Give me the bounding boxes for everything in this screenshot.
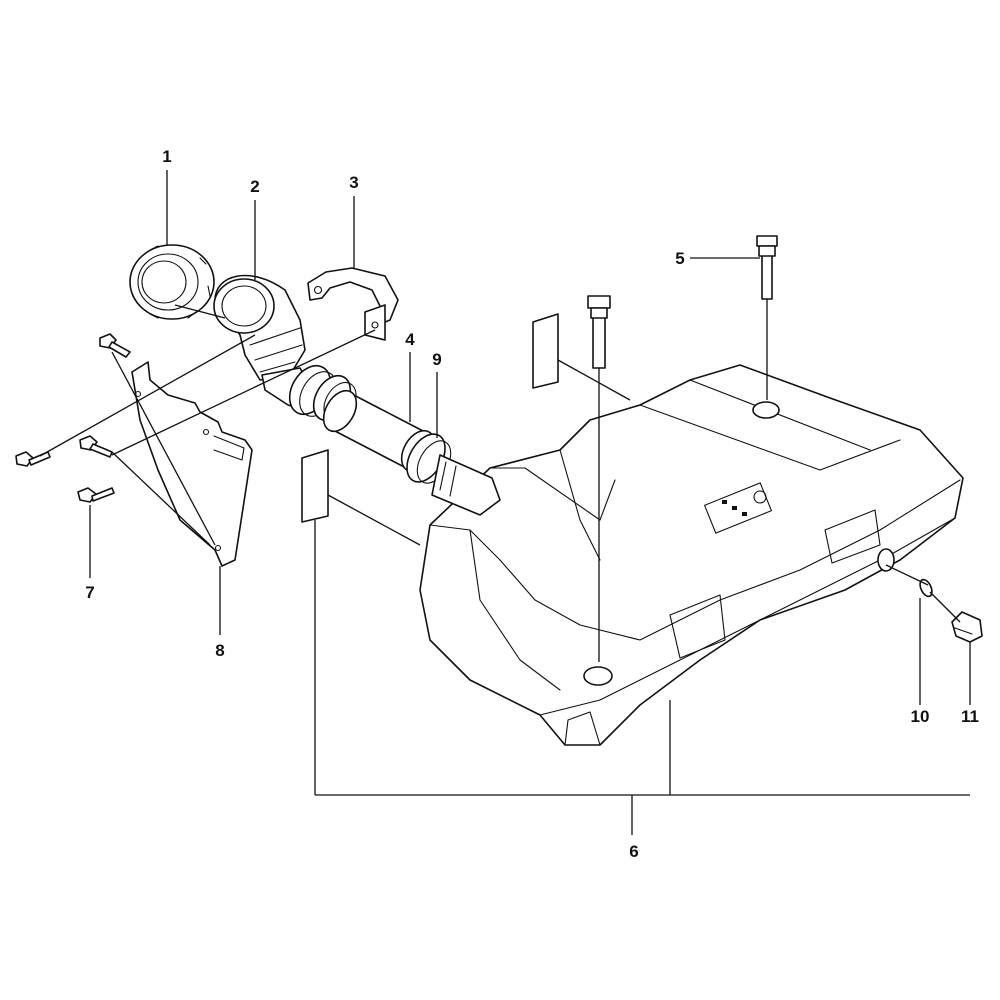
strap-clamp bbox=[307, 267, 399, 341]
mounting-bracket bbox=[131, 361, 253, 567]
drain-boss bbox=[877, 548, 895, 572]
callout-6: 6 bbox=[629, 842, 638, 861]
screw-top bbox=[99, 333, 131, 358]
tank-nut-top bbox=[752, 401, 780, 419]
tank-nut-front bbox=[583, 666, 613, 686]
leader-lines bbox=[39, 170, 971, 835]
callout-2: 2 bbox=[250, 177, 259, 196]
drain-washer bbox=[919, 578, 933, 598]
tank-stud-5 bbox=[756, 235, 778, 400]
foam-pad-lower bbox=[301, 449, 329, 523]
foam-pad-upper bbox=[532, 313, 559, 389]
decal-symbol-icon bbox=[753, 490, 767, 504]
callout-10: 10 bbox=[911, 707, 930, 726]
callout-7: 7 bbox=[85, 583, 94, 602]
callout-3: 3 bbox=[349, 173, 358, 192]
tank-stud-rear bbox=[587, 295, 611, 662]
callouts: 1 2 3 4 5 6 7 8 9 10 11 bbox=[85, 147, 979, 861]
filler-cap bbox=[129, 244, 215, 320]
tank-inlet-spigot bbox=[431, 454, 501, 516]
screw-left bbox=[15, 451, 51, 467]
callout-8: 8 bbox=[215, 641, 224, 660]
screw-mid bbox=[79, 435, 113, 458]
callout-4: 4 bbox=[405, 330, 415, 349]
callout-9: 9 bbox=[432, 350, 441, 369]
screw-7 bbox=[77, 487, 115, 503]
drain-bolt bbox=[951, 611, 983, 643]
callout-11: 11 bbox=[961, 707, 979, 726]
callout-1: 1 bbox=[162, 147, 171, 166]
callout-5: 5 bbox=[675, 249, 684, 268]
fuel-tank bbox=[419, 364, 964, 746]
